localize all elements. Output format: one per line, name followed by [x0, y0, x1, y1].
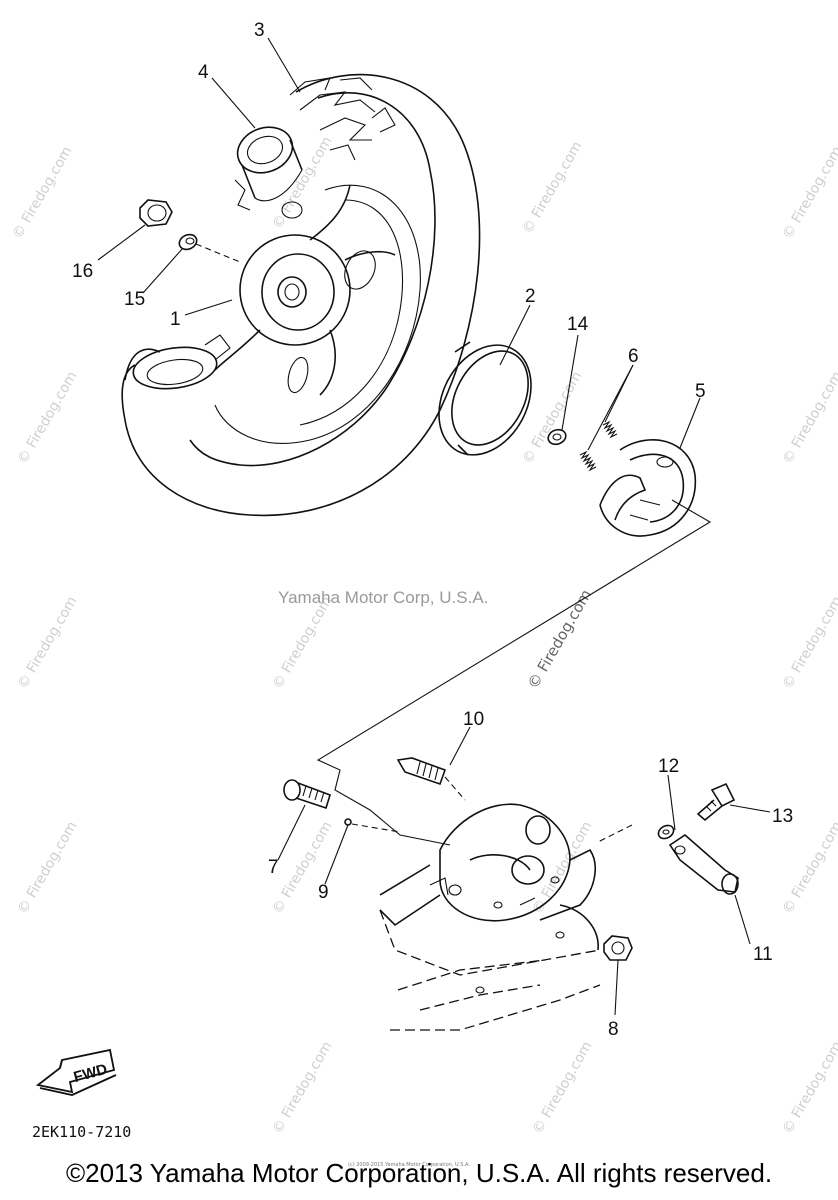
- washer-12: [657, 824, 675, 840]
- watermark-layer: © Firedog.com © Firedog.com © Firedog.co…: [10, 134, 838, 1137]
- label-4: 4: [198, 62, 209, 83]
- seal-ring-2: [438, 341, 532, 456]
- wheel-cutout: [132, 334, 231, 390]
- watermark: © Firedog.com: [270, 134, 336, 232]
- bolt-7: [283, 779, 331, 810]
- tire-valve: [234, 126, 303, 211]
- assembly-path: [316, 499, 712, 846]
- brake-plate: [379, 803, 633, 1031]
- camshaft-10: [396, 757, 466, 801]
- tiny-notice: (c) 2009-2015 Yamaha Motor Corporation, …: [348, 1162, 470, 1168]
- nut-8: [603, 935, 633, 961]
- label-2: 2: [525, 286, 536, 307]
- washer-14: [547, 428, 567, 446]
- watermark-dark: © Firedog.com: [524, 586, 595, 692]
- watermark: © Firedog.com: [780, 1039, 838, 1137]
- wheel-hub: [214, 184, 396, 396]
- watermark: © Firedog.com: [780, 369, 838, 467]
- bolt-13: [696, 782, 736, 822]
- watermark: © Firedog.com: [520, 369, 586, 467]
- watermark: © Firedog.com: [270, 1039, 336, 1137]
- label-14: 14: [567, 314, 589, 335]
- watermark: © Firedog.com: [530, 1039, 596, 1137]
- label-12: 12: [658, 756, 679, 777]
- watermark: © Firedog.com: [15, 369, 81, 467]
- label-5: 5: [695, 381, 706, 402]
- label-11: 11: [753, 944, 773, 965]
- washer-15: [178, 233, 241, 263]
- watermark: © Firedog.com: [15, 594, 81, 692]
- label-13: 13: [772, 806, 793, 827]
- label-8: 8: [608, 1019, 619, 1040]
- rim-inner: [214, 184, 421, 444]
- part-labels: 1 2 3 4 5 6 7 8 9 10 11 12 13 14 15 16: [72, 20, 793, 1040]
- rear-wheel-assembly: [121, 73, 481, 517]
- diagram-code: 2EK110-7210: [32, 1123, 131, 1141]
- tread-pattern: [299, 91, 396, 161]
- brake-shoe-5: [599, 439, 697, 537]
- watermark: © Firedog.com: [780, 594, 838, 692]
- pin-9: [344, 818, 401, 833]
- watermark: © Firedog.com: [780, 144, 838, 242]
- label-6: 6: [628, 346, 639, 367]
- watermark: © Firedog.com: [520, 139, 586, 237]
- watermark: © Firedog.com: [15, 819, 81, 917]
- label-1: 1: [170, 309, 181, 330]
- label-10: 10: [463, 709, 484, 730]
- label-7: 7: [268, 857, 279, 878]
- label-15: 15: [124, 289, 145, 310]
- tire-outline: [121, 73, 481, 517]
- corp-watermark: Yamaha Motor Corp, U.S.A.: [278, 588, 488, 607]
- brake-springs-6: [579, 420, 618, 472]
- label-9: 9: [318, 882, 329, 903]
- cam-lever-11: [668, 833, 739, 895]
- footer-copyright: ©2013 Yamaha Motor Corporation, U.S.A. A…: [65, 1158, 773, 1188]
- watermark: © Firedog.com: [780, 819, 838, 917]
- fwd-arrow-icon: FWD: [35, 1048, 117, 1096]
- label-16: 16: [72, 261, 93, 282]
- watermark: © Firedog.com: [270, 594, 336, 692]
- tire-inner-lip: [189, 92, 436, 467]
- nut-16: [139, 199, 173, 227]
- watermark: © Firedog.com: [10, 144, 76, 242]
- label-3: 3: [254, 20, 265, 41]
- leader-lines: [97, 37, 771, 1016]
